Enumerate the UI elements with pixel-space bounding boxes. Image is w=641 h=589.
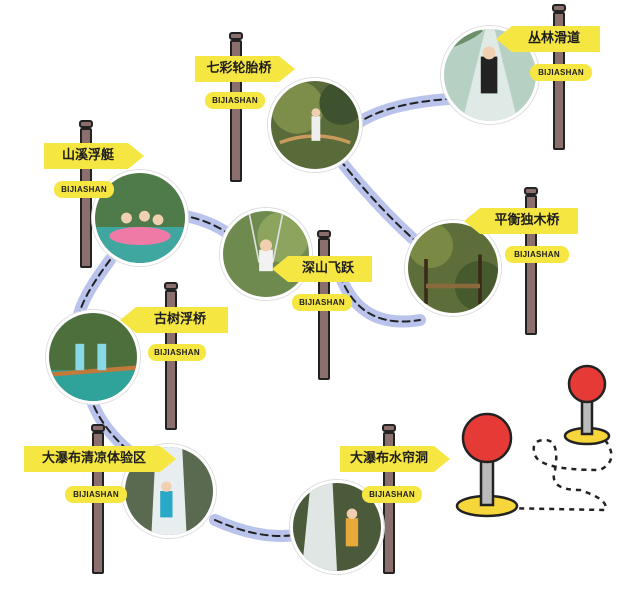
sign-post-cap <box>382 424 396 432</box>
spot-photo-mountain-flying-jump <box>220 208 312 300</box>
cave-photo-icon <box>293 483 381 571</box>
route-badge: BIJIASHAN <box>505 246 569 263</box>
float-bridge-photo-icon <box>49 313 137 401</box>
sign-stream-raft: 山溪浮艇 <box>44 143 144 169</box>
spot-photo-balance-log-bridge <box>405 220 501 316</box>
spot-photo-rainbow-bridge <box>268 78 362 172</box>
route-badge: BIJIASHAN <box>148 344 206 361</box>
route-badge: BIJIASHAN <box>292 294 352 311</box>
sign-post-cap <box>79 120 93 128</box>
sign-jungle-slide: 丛林滑道 <box>496 26 600 52</box>
sign-waterfall-cave: 大瀑布水帘洞 <box>340 446 450 472</box>
route-badge: BIJIASHAN <box>362 486 422 503</box>
sign-post-cap <box>524 187 538 195</box>
route-badge: BIJIASHAN <box>54 181 114 198</box>
spot-photo-ancient-tree-float-bridge <box>46 310 140 404</box>
sign-post-cap <box>229 32 243 40</box>
sign-balance-log-bridge: 平衡独木桥 <box>464 208 578 234</box>
sign-mountain-flying-jump: 深山飞跃 <box>272 256 372 282</box>
route-badge: BIJIASHAN <box>205 92 265 109</box>
swing-photo-icon <box>223 211 309 297</box>
sign-ancient-tree-float-bridge: 古树浮桥 <box>120 307 228 333</box>
spot-photo-waterfall-cave <box>290 480 384 574</box>
sign-post-cap <box>91 424 105 432</box>
sign-rainbow-bridge: 七彩轮胎桥 <box>195 56 295 82</box>
sign-post-cap <box>552 4 566 12</box>
sign-post-cap <box>164 282 178 290</box>
route-badge: BIJIASHAN <box>530 64 592 81</box>
sign-waterfall-cooling: 大瀑布清凉体验区 <box>24 446 176 472</box>
route-badge: BIJIASHAN <box>65 486 127 503</box>
sign-post-cap <box>317 230 331 238</box>
